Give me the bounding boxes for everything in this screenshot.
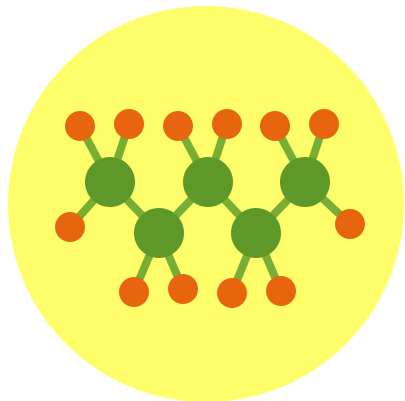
hydrogen-atom <box>335 209 365 239</box>
hydrogen-atom <box>55 212 85 242</box>
hydrogen-atom <box>309 109 339 139</box>
hydrogen-atom <box>212 109 242 139</box>
carbon-atom <box>231 208 281 258</box>
carbon-atom <box>134 208 184 258</box>
hydrogen-atom <box>114 109 144 139</box>
hydrogen-atom <box>163 111 193 141</box>
carbon-atom <box>85 157 135 207</box>
hydrogen-atom <box>266 276 296 306</box>
carbon-atom <box>280 157 330 207</box>
hydrogen-atom <box>65 111 95 141</box>
hydrogen-atom <box>119 277 149 307</box>
hydrogen-atom <box>260 111 290 141</box>
atoms-group <box>55 109 365 308</box>
carbon-atom <box>183 157 233 207</box>
hydrogen-atom <box>217 278 247 308</box>
hydrogen-atom <box>168 274 198 304</box>
